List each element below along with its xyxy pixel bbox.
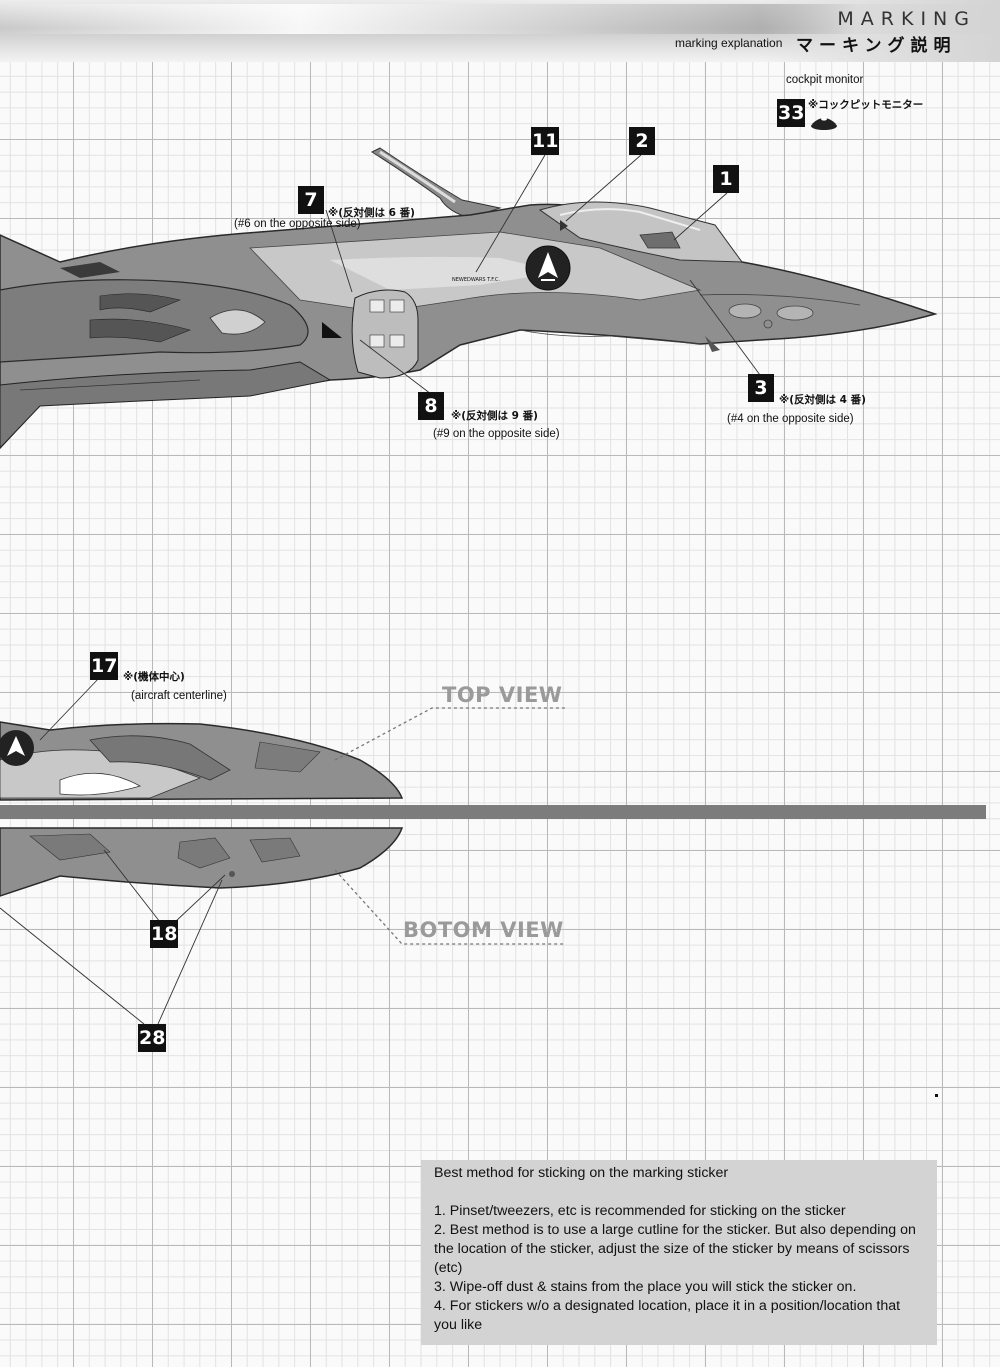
bottom-view-leader-lines: [0, 849, 226, 1025]
page-subtitle-jp: マーキング説明: [796, 36, 957, 56]
callout-2-number: 2: [629, 127, 655, 155]
bottom-view-aircraft: [0, 827, 404, 897]
stray-mark: [935, 1094, 938, 1097]
fuselage-decal-text: NEWEDWARS T.F.C.: [452, 277, 500, 283]
bottom-view-label: BOTOM VIEW: [403, 918, 564, 942]
callout-8-english: (#9 on the opposite side): [433, 428, 560, 440]
callout-8-japanese: ※(反対側は 9 番): [451, 410, 538, 422]
callout-7-english: (#6 on the opposite side): [234, 218, 361, 230]
instruction-item-3: 3. Wipe-off dust & stains from the place…: [434, 1279, 857, 1295]
callout-33-number: 33: [777, 99, 805, 127]
view-label-pointers: [334, 707, 565, 945]
callout-3-english: (#4 on the opposite side): [727, 413, 854, 425]
instruction-item-2: 2. Best method is to use a large cutline…: [434, 1222, 916, 1276]
top-view-label: TOP VIEW: [442, 683, 563, 707]
instruction-item-4: 4. For stickers w/o a designated locatio…: [434, 1298, 901, 1333]
callout-33-japanese: ※コックピットモニター: [808, 99, 924, 111]
callout-28-number: 28: [138, 1024, 166, 1052]
page-title: MARKING: [837, 8, 976, 30]
callout-1-number: 1: [713, 165, 739, 193]
sticker-instructions-box: Best method for sticking on the marking …: [421, 1160, 937, 1345]
callout-33-english: cockpit monitor: [786, 74, 864, 86]
cockpit-monitor-icon: [811, 117, 837, 130]
callout-3-japanese: ※(反対側は 4 番): [779, 394, 866, 406]
top-view-aircraft: [0, 721, 404, 801]
instruction-item-1: 1. Pinset/tweezers, etc is recommended f…: [434, 1203, 846, 1219]
callout-18-number: 18: [150, 920, 178, 948]
page-header: MARKING marking explanation マーキング説明: [0, 0, 1000, 62]
side-view-aircraft: [0, 147, 938, 450]
callout-7-number: 7: [298, 186, 324, 214]
callout-17-english: (aircraft centerline): [131, 690, 227, 702]
page-subtitle-en: marking explanation: [675, 36, 783, 50]
instructions-heading: Best method for sticking on the marking …: [434, 1165, 729, 1181]
callout-11-number: 11: [531, 127, 559, 155]
callout-7-japanese: ※(反対側は 6 番): [328, 207, 415, 219]
callout-8-number: 8: [418, 392, 444, 420]
callout-3-number: 3: [748, 374, 774, 402]
view-separator-bar: [0, 805, 986, 819]
callout-17-japanese: ※(機体中心): [123, 671, 185, 683]
side-view-leader-lines: [325, 154, 761, 395]
callout-17-number: 17: [90, 652, 118, 680]
leader-17: [39, 676, 101, 741]
header-strip: [760, 0, 1000, 62]
